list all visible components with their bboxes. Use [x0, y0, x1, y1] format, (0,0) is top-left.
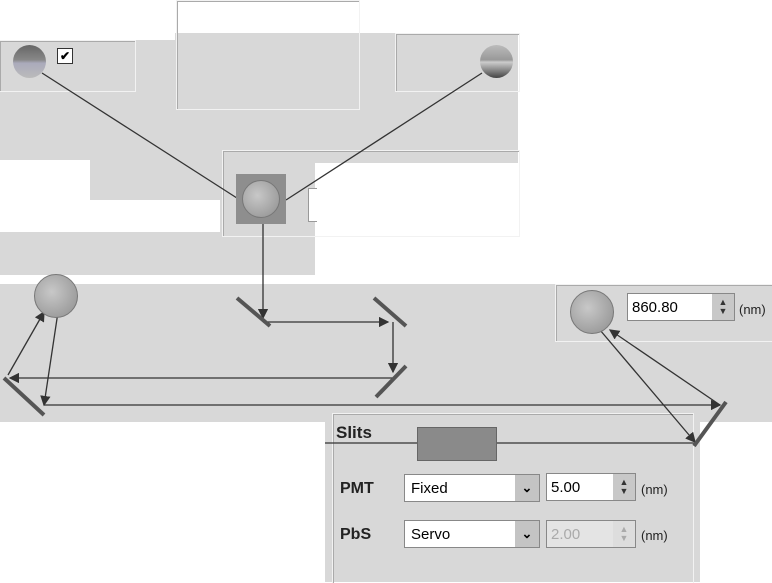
spin-down-icon[interactable]: ▼ [718, 306, 728, 316]
wavelength-spinbox[interactable]: 860.80 ▲▼ [627, 293, 735, 321]
mirror [372, 296, 408, 328]
pbs-mode-select[interactable]: Servo ⌄ [404, 520, 540, 548]
chevron-down-icon[interactable]: ⌄ [515, 521, 539, 547]
frame [395, 33, 520, 92]
chevron-down-icon[interactable]: ⌄ [515, 475, 539, 501]
mirror [2, 376, 46, 417]
beam-line [285, 72, 483, 201]
frame [176, 0, 360, 110]
detector-icon-left [34, 274, 78, 318]
lamp-enable-checkbox[interactable]: ✔ [57, 48, 73, 64]
spin-down-icon[interactable]: ▼ [619, 486, 629, 496]
rotary-mirror-icon [242, 180, 280, 218]
beam-line [7, 310, 45, 376]
mirror [374, 364, 408, 399]
mirror [235, 296, 272, 328]
source-selector-icon[interactable] [236, 174, 286, 224]
beam-line [599, 329, 696, 443]
frame [0, 40, 136, 92]
slits-title: Slits [336, 423, 372, 442]
mirror [692, 400, 728, 448]
pbs-width-value: 2.00 [551, 525, 581, 543]
beam-line [41, 72, 241, 201]
spin-arrows[interactable]: ▲▼ [613, 474, 635, 500]
beam-line [40, 311, 59, 407]
spin-arrows: ▲▼ [613, 521, 635, 547]
frame [555, 284, 772, 342]
pmt-mode-select[interactable]: Fixed ⌄ [404, 474, 540, 502]
lamp-icon-right[interactable] [480, 45, 513, 78]
beam-line [608, 329, 721, 406]
frame [222, 150, 520, 237]
spin-arrows[interactable]: ▲▼ [712, 294, 734, 320]
pmt-label: PMT [340, 480, 374, 497]
wavelength-unit: (nm) [739, 302, 766, 317]
lamp-panel-middle [175, 33, 518, 163]
pbs-width-spinbox: 2.00 ▲▼ [546, 520, 636, 548]
spin-up-icon[interactable]: ▲ [619, 477, 629, 487]
partial-spin-box [308, 188, 317, 222]
spin-up-icon: ▲ [619, 524, 629, 534]
lamp-icon-left[interactable] [13, 45, 46, 78]
wavelength-value: 860.80 [632, 298, 678, 316]
pmt-width-spinbox[interactable]: 5.00 ▲▼ [546, 473, 636, 501]
pbs-label: PbS [340, 526, 372, 543]
pmt-mode-value: Fixed [411, 479, 448, 497]
pbs-mode-value: Servo [411, 525, 451, 543]
spin-up-icon[interactable]: ▲ [718, 297, 728, 307]
slit-icon [417, 427, 497, 461]
pbs-unit: (nm) [641, 528, 668, 543]
pmt-width-value: 5.00 [551, 478, 581, 496]
pmt-unit: (nm) [641, 482, 668, 497]
connector-panel [90, 155, 220, 200]
frame [332, 413, 694, 583]
detector-icon-right [570, 290, 614, 334]
spin-down-icon: ▼ [619, 533, 629, 543]
